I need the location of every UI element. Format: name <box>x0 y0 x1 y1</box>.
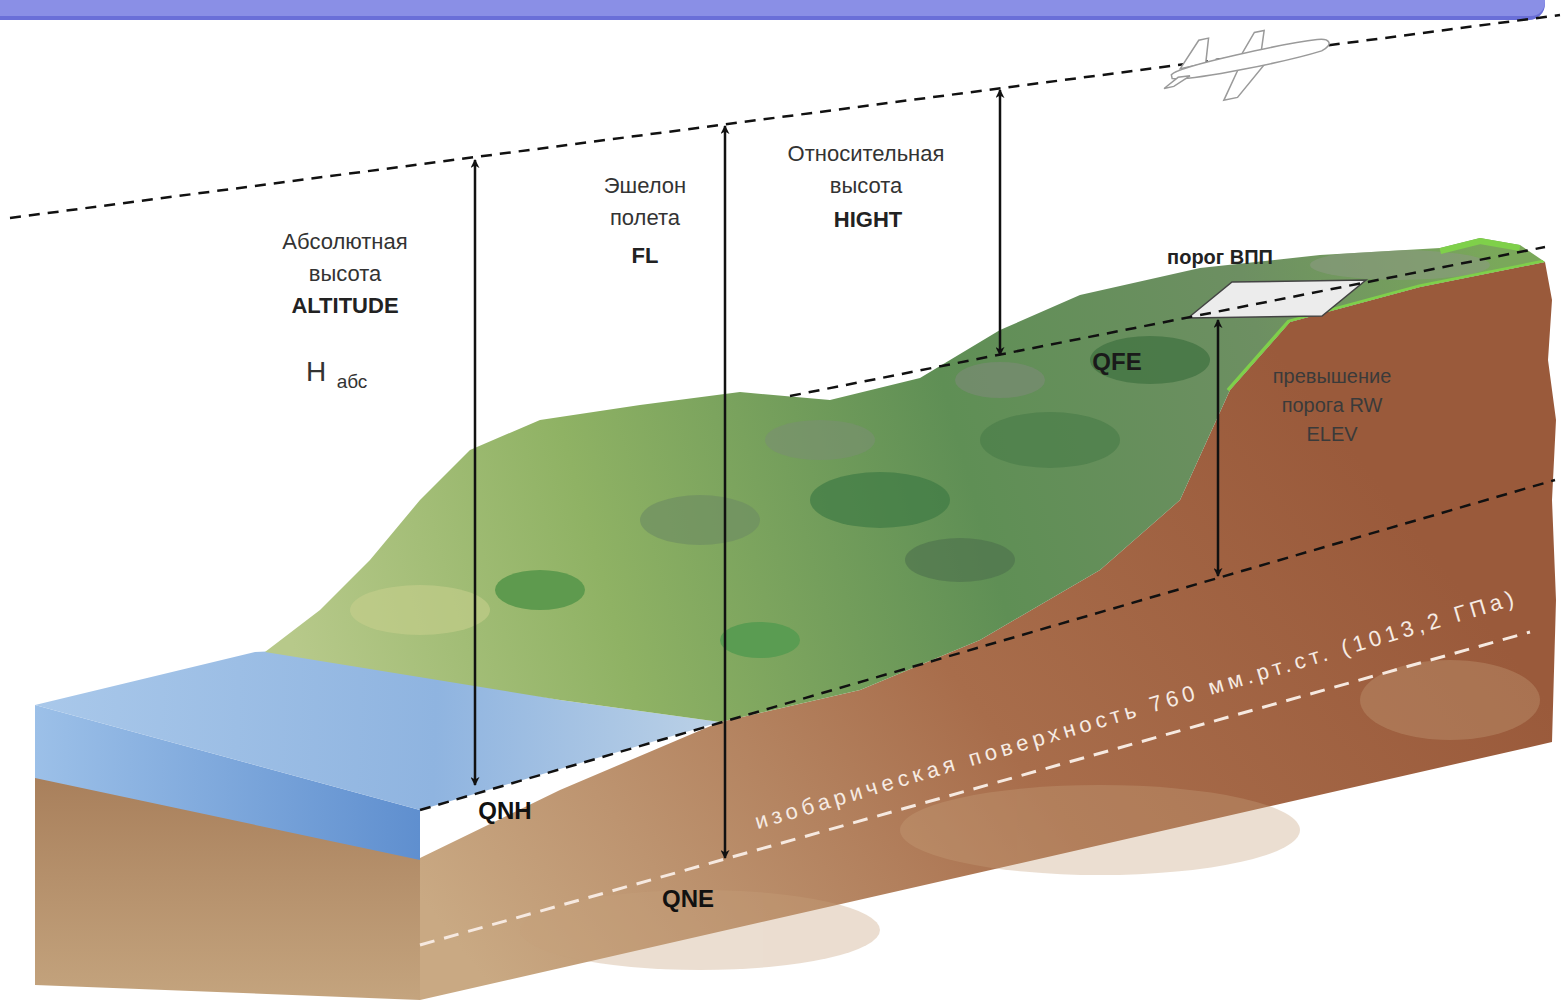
height-caption: Относительная высота <box>776 138 956 202</box>
header-bar-light <box>0 0 1545 16</box>
isobaric-caption-text: изобарическая поверхность 760 мм.рт.ст. … <box>751 582 1522 838</box>
symbol-label-text: Н <box>301 352 331 393</box>
term-label-text: HIGHT <box>788 204 948 236</box>
elevation-caption: превышение порога RW ELEV <box>1257 362 1407 449</box>
symbol-subscript: абс <box>327 368 377 396</box>
height-caption-text: Относительная высота <box>776 138 956 202</box>
runway-label-text: порог ВПП <box>1140 243 1300 272</box>
isobaric-line <box>420 632 1530 945</box>
pressure-code-text: QFE <box>1067 345 1167 380</box>
symbol-label: Н <box>301 352 331 393</box>
term-label-text: ALTITUDE <box>245 290 445 322</box>
elevation-caption-text: превышение порога RW ELEV <box>1257 362 1407 449</box>
symbol-subscript-text: абс <box>327 368 377 396</box>
isobaric-caption: изобарическая поверхность 760 мм.рт.ст. … <box>751 582 1522 838</box>
term-label: ALTITUDE <box>245 290 445 322</box>
runway-label: порог ВПП <box>1140 243 1300 272</box>
pressure-code-text: QNH <box>455 794 555 829</box>
pressure-code-text: QNE <box>638 882 738 917</box>
pressure-code: QNE <box>638 882 738 917</box>
height-caption: Эшелон полета <box>585 170 705 234</box>
pressure-code: QFE <box>1067 345 1167 380</box>
height-caption-text: Абсолютная высота <box>265 226 425 290</box>
airplane <box>1156 14 1336 112</box>
term-label: HIGHT <box>788 204 948 236</box>
height-caption: Абсолютная высота <box>265 226 425 290</box>
reference-lines <box>10 15 1560 810</box>
pressure-code: QNH <box>455 794 555 829</box>
height-arrows <box>475 90 1218 858</box>
terrain-patches <box>350 240 1545 658</box>
header-bar <box>0 0 1545 20</box>
term-label: FL <box>585 240 705 272</box>
height-caption-text: Эшелон полета <box>585 170 705 234</box>
term-label-text: FL <box>585 240 705 272</box>
